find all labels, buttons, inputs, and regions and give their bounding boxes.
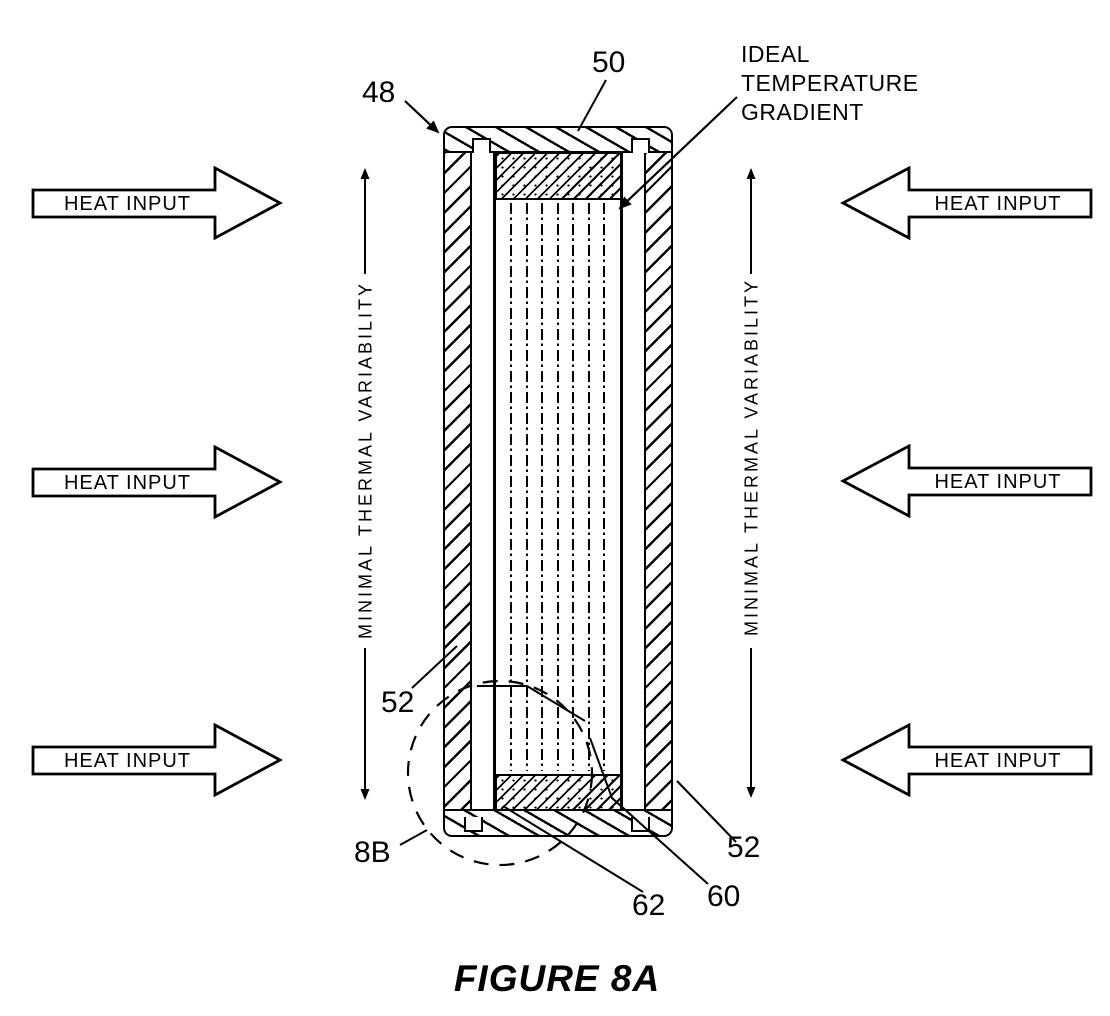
heat-input-arrow-left-bottom: HEAT INPUT bbox=[30, 723, 290, 797]
right-pointing-arrow-icon bbox=[31, 445, 283, 519]
leader-ref-52-right bbox=[676, 780, 737, 843]
gradient-line-7 bbox=[603, 203, 606, 771]
vessel-wall-left bbox=[443, 151, 472, 811]
gradient-line-4 bbox=[556, 203, 559, 771]
detail-callout-circle-8b bbox=[406, 679, 594, 867]
leader-ref-50 bbox=[577, 79, 607, 132]
leader-ref-8b bbox=[399, 829, 428, 846]
heat-input-arrow-left-top: HEAT INPUT bbox=[30, 166, 290, 240]
thermal-variability-label-right: MINIMAL THERMAL VARIABILITY bbox=[741, 277, 763, 637]
ref-label-48: 48 bbox=[362, 76, 396, 109]
gradient-line-5 bbox=[572, 203, 575, 771]
end-plug-top bbox=[495, 152, 622, 200]
ref-label-52-right: 52 bbox=[727, 831, 761, 864]
ref-label-60: 60 bbox=[707, 880, 741, 913]
heat-input-label: HEAT INPUT bbox=[934, 750, 1062, 772]
heat-input-label: HEAT INPUT bbox=[63, 472, 192, 494]
inner-liner-right bbox=[620, 152, 623, 810]
left-pointing-arrow-icon bbox=[840, 166, 1093, 240]
right-pointing-arrow-icon bbox=[31, 166, 283, 240]
leader-ref-60 bbox=[589, 737, 709, 885]
left-pointing-arrow-icon bbox=[840, 723, 1093, 797]
ideal-temperature-gradient-note: IDEAL TEMPERATURE GRADIENT bbox=[741, 41, 919, 125]
ref-label-8b: 8B bbox=[354, 836, 391, 869]
cap-notch-bottom-left bbox=[464, 817, 483, 832]
ref-label-50: 50 bbox=[592, 46, 626, 79]
vessel-wall-right bbox=[644, 151, 673, 811]
inner-liner-left bbox=[493, 152, 496, 810]
heat-input-arrow-right-top: HEAT INPUT bbox=[833, 166, 1093, 240]
gradient-line-1 bbox=[510, 203, 513, 771]
heat-input-arrow-right-middle: HEAT INPUT bbox=[833, 444, 1093, 518]
ref-label-52-left: 52 bbox=[381, 686, 415, 719]
left-pointing-arrow-icon bbox=[840, 444, 1093, 518]
figure-caption: FIGURE 8A bbox=[453, 958, 661, 999]
leader-ref-48 bbox=[404, 100, 440, 134]
leader-ref-52-left bbox=[411, 645, 458, 689]
gradient-line-2 bbox=[525, 203, 528, 771]
heat-input-arrow-right-bottom: HEAT INPUT bbox=[833, 723, 1093, 797]
heat-input-label: HEAT INPUT bbox=[934, 471, 1062, 493]
heat-input-arrow-left-middle: HEAT INPUT bbox=[30, 445, 290, 519]
ref-label-62: 62 bbox=[632, 889, 666, 922]
right-pointing-arrow-icon bbox=[31, 723, 283, 797]
thermal-variability-label-left: MINIMAL THERMAL VARIABILITY bbox=[355, 280, 377, 640]
leader-ref-62 bbox=[502, 805, 644, 893]
cap-notch-top-right bbox=[631, 138, 650, 153]
leader-ideal-gradient bbox=[618, 96, 738, 210]
heat-input-label: HEAT INPUT bbox=[63, 750, 192, 772]
cap-notch-top-left bbox=[472, 138, 491, 153]
heat-input-label: HEAT INPUT bbox=[63, 193, 192, 215]
leader-ref-52-left-inner bbox=[477, 685, 586, 722]
heat-input-label: HEAT INPUT bbox=[934, 193, 1062, 215]
end-plug-bottom bbox=[495, 774, 622, 811]
gradient-line-6 bbox=[587, 203, 590, 771]
gradient-line-3 bbox=[541, 203, 544, 771]
